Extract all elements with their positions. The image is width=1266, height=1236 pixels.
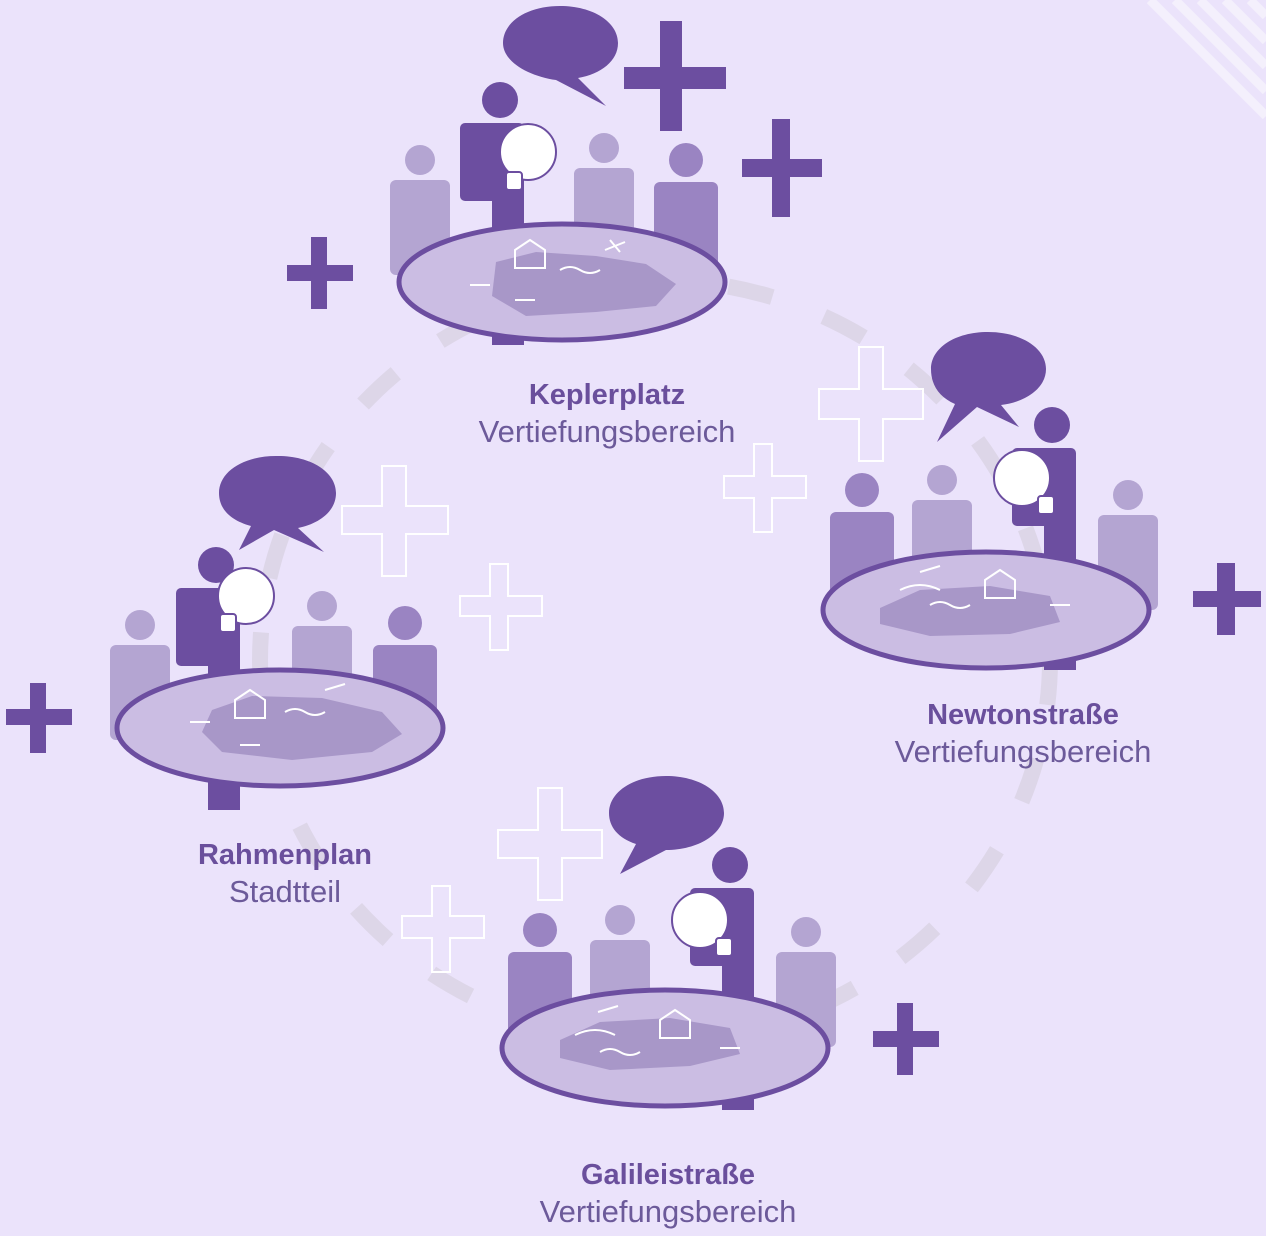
group-subtitle: Vertiefungsbereich — [478, 413, 736, 449]
group-subtitle: Vertiefungsbereich — [894, 733, 1152, 769]
group-keplerplatz — [390, 6, 728, 345]
group-title: Rahmenplan — [197, 839, 373, 871]
plus-icon — [622, 19, 728, 133]
group-newtonstrasse — [820, 332, 1158, 671]
plus-icon — [4, 681, 74, 755]
label-keplerplatz: Keplerplatz Vertiefungsbereich — [457, 378, 757, 450]
group-title: Newtonstraße — [927, 699, 1119, 731]
map-sketch-icon — [574, 1005, 740, 1056]
group-subtitle: Stadtteil — [228, 873, 341, 909]
lightbulb-icon — [993, 449, 1055, 515]
plus-icon — [740, 117, 824, 219]
group-title: Keplerplatz — [528, 379, 686, 411]
label-galileistrasse: Galileistraße Vertiefungsbereich — [518, 1158, 818, 1230]
group-title: Galileistraße — [580, 1159, 756, 1191]
lightbulb-icon — [499, 123, 557, 191]
corner-stripes — [1146, 0, 1266, 120]
plus-icon — [723, 443, 807, 533]
plus-icon — [401, 885, 485, 973]
map-sketch-icon — [190, 683, 346, 746]
label-newtonstrasse: Newtonstraße Vertiefungsbereich — [873, 698, 1173, 770]
plus-icons-solid — [4, 19, 1263, 1077]
group-rahmenplan — [110, 456, 446, 810]
speech-bubble-icon — [931, 332, 1046, 442]
lightbulb-icon — [671, 891, 733, 957]
speech-bubble-icon — [219, 456, 336, 552]
map-sketch-icon — [470, 238, 626, 301]
plus-icon — [341, 465, 449, 577]
group-galileistrasse — [499, 776, 836, 1110]
map-sketch-icon — [899, 565, 1070, 609]
plus-icon — [459, 563, 543, 651]
plus-icon — [1191, 561, 1263, 637]
group-subtitle: Vertiefungsbereich — [539, 1193, 797, 1229]
speech-bubble-icon — [609, 776, 724, 874]
lightbulb-icon — [217, 567, 275, 633]
plus-icons-outline — [341, 346, 924, 973]
plus-icon — [871, 1001, 941, 1077]
plus-icon — [818, 346, 924, 462]
speech-bubble-icon — [503, 6, 618, 106]
plus-icon — [285, 235, 355, 311]
label-rahmenplan: Rahmenplan Stadtteil — [150, 838, 420, 910]
plus-icon — [497, 787, 603, 901]
